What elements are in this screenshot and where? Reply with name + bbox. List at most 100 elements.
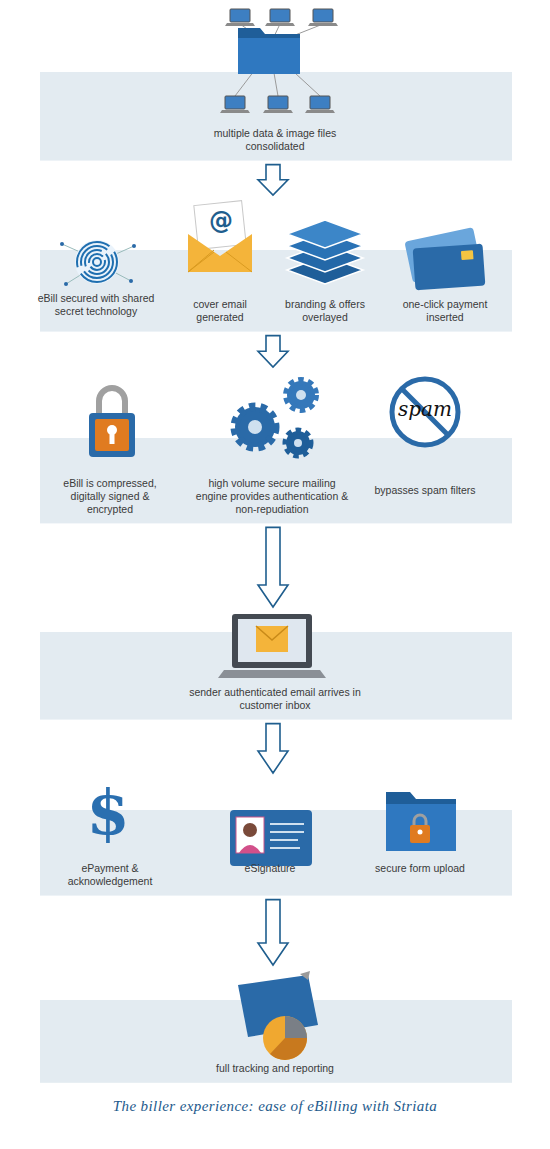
network-icon-part — [308, 9, 338, 26]
fingerprint-icon-part-part — [116, 246, 134, 254]
step-text: branding & offers overlayed — [269, 298, 381, 324]
envelope-icon-part — [188, 234, 252, 272]
network-icon-part — [238, 38, 300, 74]
flow-band: sender authenticated email arrives in cu… — [40, 610, 512, 720]
fingerprint-icon-part-part — [129, 279, 133, 283]
padlock-icon-part — [89, 413, 135, 457]
secure-folder-icon-part — [414, 815, 426, 826]
report-icon-part — [270, 1038, 307, 1060]
step-text: sender authenticated email arrives in cu… — [170, 686, 380, 712]
cards-icon-part — [461, 250, 474, 260]
flow-band: eBill is compressed, digitally signed & … — [40, 370, 512, 523]
step-text: multiple data & image files consolidated — [190, 127, 360, 153]
fingerprint-icon-part-part — [81, 246, 113, 278]
network-icon-part — [238, 28, 300, 74]
fingerprint-icon-part-part — [85, 250, 109, 274]
step-text: eSignature — [220, 862, 320, 875]
fingerprint-icon-part-part — [60, 242, 64, 246]
gears-icon — [235, 381, 315, 455]
laptop-icon-part — [232, 614, 312, 668]
laptop-icon-part — [256, 626, 288, 652]
secure-folder-icon-part — [386, 804, 456, 851]
step-text: high volume secure mailing engine provid… — [194, 477, 350, 515]
fingerprint-icon-part — [75, 240, 119, 284]
step-text: cover email generated — [170, 298, 270, 324]
id-card-icon-part — [243, 823, 257, 837]
secure-folder-icon-part — [410, 825, 430, 843]
flow-band: multiple data & image files consolidated — [40, 0, 512, 161]
envelope-icon-part — [226, 252, 252, 272]
secure-folder-icon-part — [418, 830, 423, 835]
network-icon-part — [265, 9, 295, 26]
fingerprint-icon-part-part — [89, 254, 105, 270]
report-icon-part — [263, 1016, 307, 1060]
id-card-icon-part-part — [270, 831, 304, 833]
id-card-icon-part-part — [270, 839, 298, 841]
step-text: eBill secured with shared secret technol… — [37, 292, 155, 318]
step-text: full tracking and reporting — [175, 1062, 375, 1075]
laptop-icon-part — [238, 619, 306, 662]
flow-arrow — [258, 165, 288, 195]
secure-folder-icon-part — [386, 792, 456, 851]
secure-folder-icon — [386, 792, 456, 851]
step-text: eBill is compressed, digitally signed & … — [49, 477, 171, 515]
gears-icon-part — [294, 439, 302, 447]
flow-band: eBill secured with shared secret technol… — [40, 198, 512, 332]
fingerprint-icon-part — [77, 242, 117, 282]
step-text: secure form upload — [368, 862, 472, 875]
fingerprint-icon-part-part — [66, 274, 82, 284]
step-text: ePayment & acknowledgement — [54, 862, 166, 888]
cards-icon-part — [413, 244, 486, 291]
step-text: one-click payment inserted — [385, 298, 505, 324]
fingerprint-icon-part-part — [64, 282, 68, 286]
envelope-icon-part — [188, 250, 214, 272]
gears-icon-part — [287, 381, 315, 409]
flow-arrow — [258, 527, 288, 607]
id-card-icon-part-part — [270, 847, 300, 849]
spam-word: spam — [365, 398, 485, 421]
flow-arrow — [258, 724, 288, 773]
network-icon-part — [263, 96, 293, 113]
network-icon-part — [225, 9, 255, 26]
fingerprint-icon — [60, 240, 136, 286]
layers-icon — [287, 220, 363, 284]
network-icon-part — [235, 24, 323, 96]
network-icon-part — [305, 96, 335, 113]
fingerprint-icon-part-part — [114, 272, 131, 281]
flow-band: full tracking and reporting — [40, 968, 512, 1083]
gears-icon-part — [235, 407, 275, 447]
fingerprint-icon-part-part — [132, 244, 136, 248]
id-card-icon-part-part — [270, 823, 304, 825]
network-icon — [220, 9, 338, 113]
caption: The biller experience: ease of eBilling … — [0, 1098, 550, 1115]
padlock-icon — [89, 388, 135, 457]
report-icon — [238, 971, 318, 1060]
gears-icon-part — [296, 390, 306, 400]
dollar-symbol: $ — [48, 777, 168, 848]
cards-icon — [404, 227, 485, 290]
id-card-icon-part — [230, 810, 312, 866]
laptop-icon — [218, 614, 326, 678]
id-card-icon-part — [239, 845, 261, 853]
padlock-icon-part — [95, 419, 129, 451]
fingerprint-icon-part-part — [77, 242, 117, 282]
network-icon-part — [220, 96, 250, 113]
flow-arrow — [258, 336, 288, 367]
envelope-icon-part — [188, 252, 214, 272]
email-symbol: @ — [161, 208, 281, 236]
step-text: bypasses spam filters — [373, 484, 477, 497]
report-icon-part — [300, 971, 310, 980]
laptop-icon-part — [218, 670, 326, 678]
layers-icon-part — [287, 220, 363, 248]
id-card-icon-part — [236, 817, 264, 853]
id-card-icon-part — [270, 824, 304, 848]
fingerprint-icon-part-part — [62, 244, 80, 252]
fingerprint-icon-part-part — [93, 258, 101, 266]
padlock-icon-part — [110, 432, 115, 444]
flow-arrow — [258, 900, 288, 965]
padlock-icon-part — [99, 388, 125, 416]
